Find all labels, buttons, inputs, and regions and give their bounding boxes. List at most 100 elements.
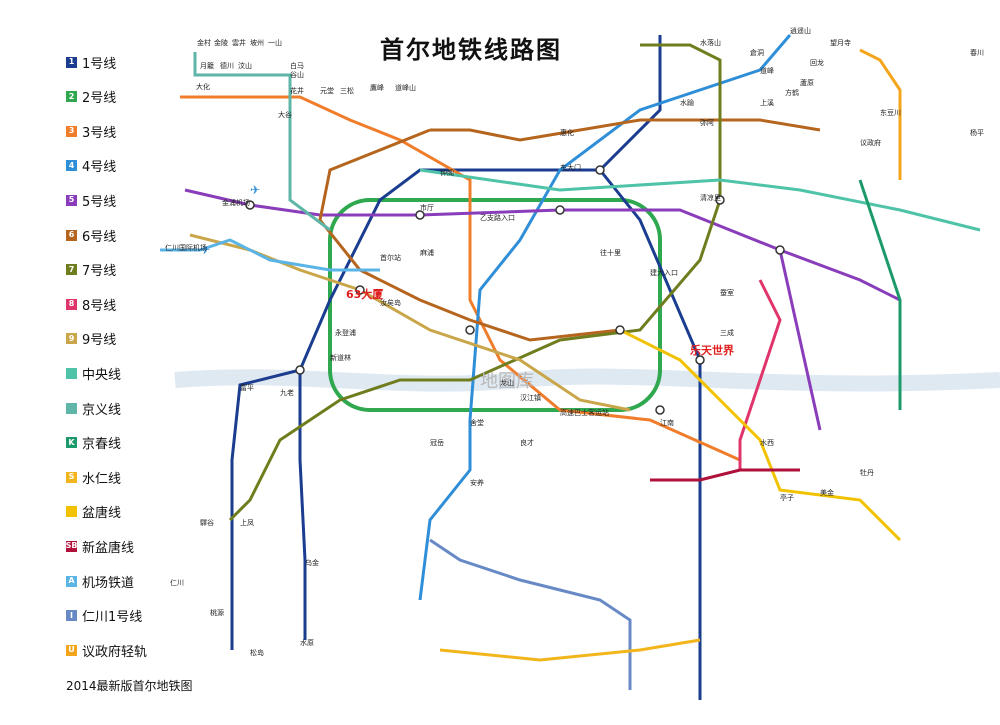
incheon-line-1 <box>429 538 632 690</box>
station-label: 永登浦 <box>335 329 356 337</box>
legend-label: 盆唐线 <box>82 506 122 522</box>
station-label: 驛谷 <box>200 519 214 527</box>
legend-item: 8 8号线 <box>66 294 116 314</box>
line-3 <box>180 95 741 462</box>
station-label: 坡州 <box>250 39 264 47</box>
station-label: 蚕室 <box>720 289 734 297</box>
legend-label: 中央线 <box>82 367 122 383</box>
station-label: 花井 <box>290 87 304 95</box>
legend-item: SB 新盆唐线 <box>66 536 134 556</box>
station-label: 逍遥山 <box>790 27 811 35</box>
legend-badge: I <box>66 610 77 622</box>
station-label: 水原 <box>300 639 314 647</box>
legend-label: 议政府轻轨 <box>82 644 148 660</box>
station-label: 上溪 <box>760 99 774 107</box>
legend-badge: U <box>66 644 77 656</box>
station-label: 德川 <box>220 62 234 70</box>
station-label: 上凤 <box>240 519 254 527</box>
station-label: 金村 <box>197 39 211 47</box>
watermark: 地图库 <box>480 371 534 392</box>
suin-line <box>439 638 701 662</box>
station-label: 方鹤 <box>785 89 799 97</box>
station-label: 高速巴士客运站 <box>560 409 609 417</box>
legend-badge: 5 <box>66 194 77 206</box>
station-label: 汉江镇 <box>520 394 541 402</box>
station-label: 九老 <box>280 389 294 397</box>
line-1 <box>230 35 702 700</box>
station-label: 水踰 <box>680 99 694 107</box>
station-label: 安养 <box>470 479 484 487</box>
legend-label: 8号线 <box>82 298 117 314</box>
station-label: 东豆川 <box>880 109 901 117</box>
legend-label: 京义线 <box>82 402 122 418</box>
legend-label: 水仁线 <box>82 471 122 487</box>
station-label: 倉洞 <box>750 49 764 57</box>
station-label: 水西 <box>760 439 774 447</box>
transfer-stations <box>245 165 785 415</box>
legend-label: 1号线 <box>82 56 117 72</box>
station-label: 舍堂 <box>470 419 484 427</box>
station-label: 一山 <box>268 39 282 47</box>
station-label: 望月寺 <box>830 39 851 47</box>
station-label: 东大门 <box>560 164 581 172</box>
station-label: 大化 <box>196 83 210 91</box>
station-label: 亭子 <box>780 494 794 502</box>
station-label: 美金 <box>820 489 834 497</box>
legend-badge <box>66 367 77 379</box>
legend-badge <box>66 506 77 518</box>
station-label: 弥阿 <box>700 119 714 127</box>
station-label: 松岛 <box>250 649 264 657</box>
station-label: 议政府 <box>860 139 881 147</box>
station-label: 往十里 <box>600 249 621 257</box>
sinbundang-line <box>650 468 800 482</box>
legend-badge: 7 <box>66 264 77 276</box>
legend-badge: 4 <box>66 160 77 172</box>
line-8 <box>738 279 782 470</box>
station-label: 仁川国际机场 <box>165 244 207 252</box>
legend-label: 京春线 <box>82 437 122 453</box>
legend-badge: 8 <box>66 298 77 310</box>
gyeongchun-line <box>858 179 902 410</box>
airport-icon: ✈ <box>200 243 210 257</box>
jungang-line <box>419 168 981 232</box>
station-label: 建大入口 <box>650 269 678 277</box>
station-label: 乌金 <box>305 559 319 567</box>
legend-badge: 1 <box>66 56 77 68</box>
page-title: 首尔地铁线路图 <box>380 35 562 64</box>
station-label: 市厅 <box>420 204 434 212</box>
airport-icon: ✈ <box>250 183 260 197</box>
station-label: 雲井 <box>232 39 246 47</box>
station-label: 道峰 <box>760 67 774 75</box>
callout-lotte-world: 乐天世界 <box>690 344 734 357</box>
station-label: 富平 <box>240 384 254 392</box>
station-label: 杨平 <box>970 129 984 137</box>
legend-badge: SB <box>65 540 78 552</box>
station-label: 春川 <box>970 49 984 57</box>
station-label: 谷山 <box>290 71 304 79</box>
bundang-line <box>619 328 902 542</box>
legend-label: 新盆唐线 <box>82 540 135 556</box>
station-label: 新道林 <box>330 354 351 362</box>
han-river <box>174 368 1000 392</box>
legend-item: U 议政府轻轨 <box>66 640 147 660</box>
station-label: 麻浦 <box>420 249 434 257</box>
station-label: 仁川 <box>170 579 184 587</box>
legend-item: 1 1号线 <box>66 52 116 72</box>
station-label: 月籠 <box>200 62 214 70</box>
legend-badge: 2 <box>66 91 77 103</box>
legend-item: 盆唐线 <box>66 502 121 522</box>
footer: 2014最新版首尔地铁图 <box>66 679 193 693</box>
station-label: 惠化 <box>560 129 574 137</box>
station-label: 大谷 <box>278 111 292 119</box>
legend-badge: K <box>66 437 77 449</box>
legend-label: 4号线 <box>82 160 117 176</box>
station-label: 清凉里 <box>700 194 721 202</box>
legend-label: 机场铁道 <box>82 575 135 591</box>
